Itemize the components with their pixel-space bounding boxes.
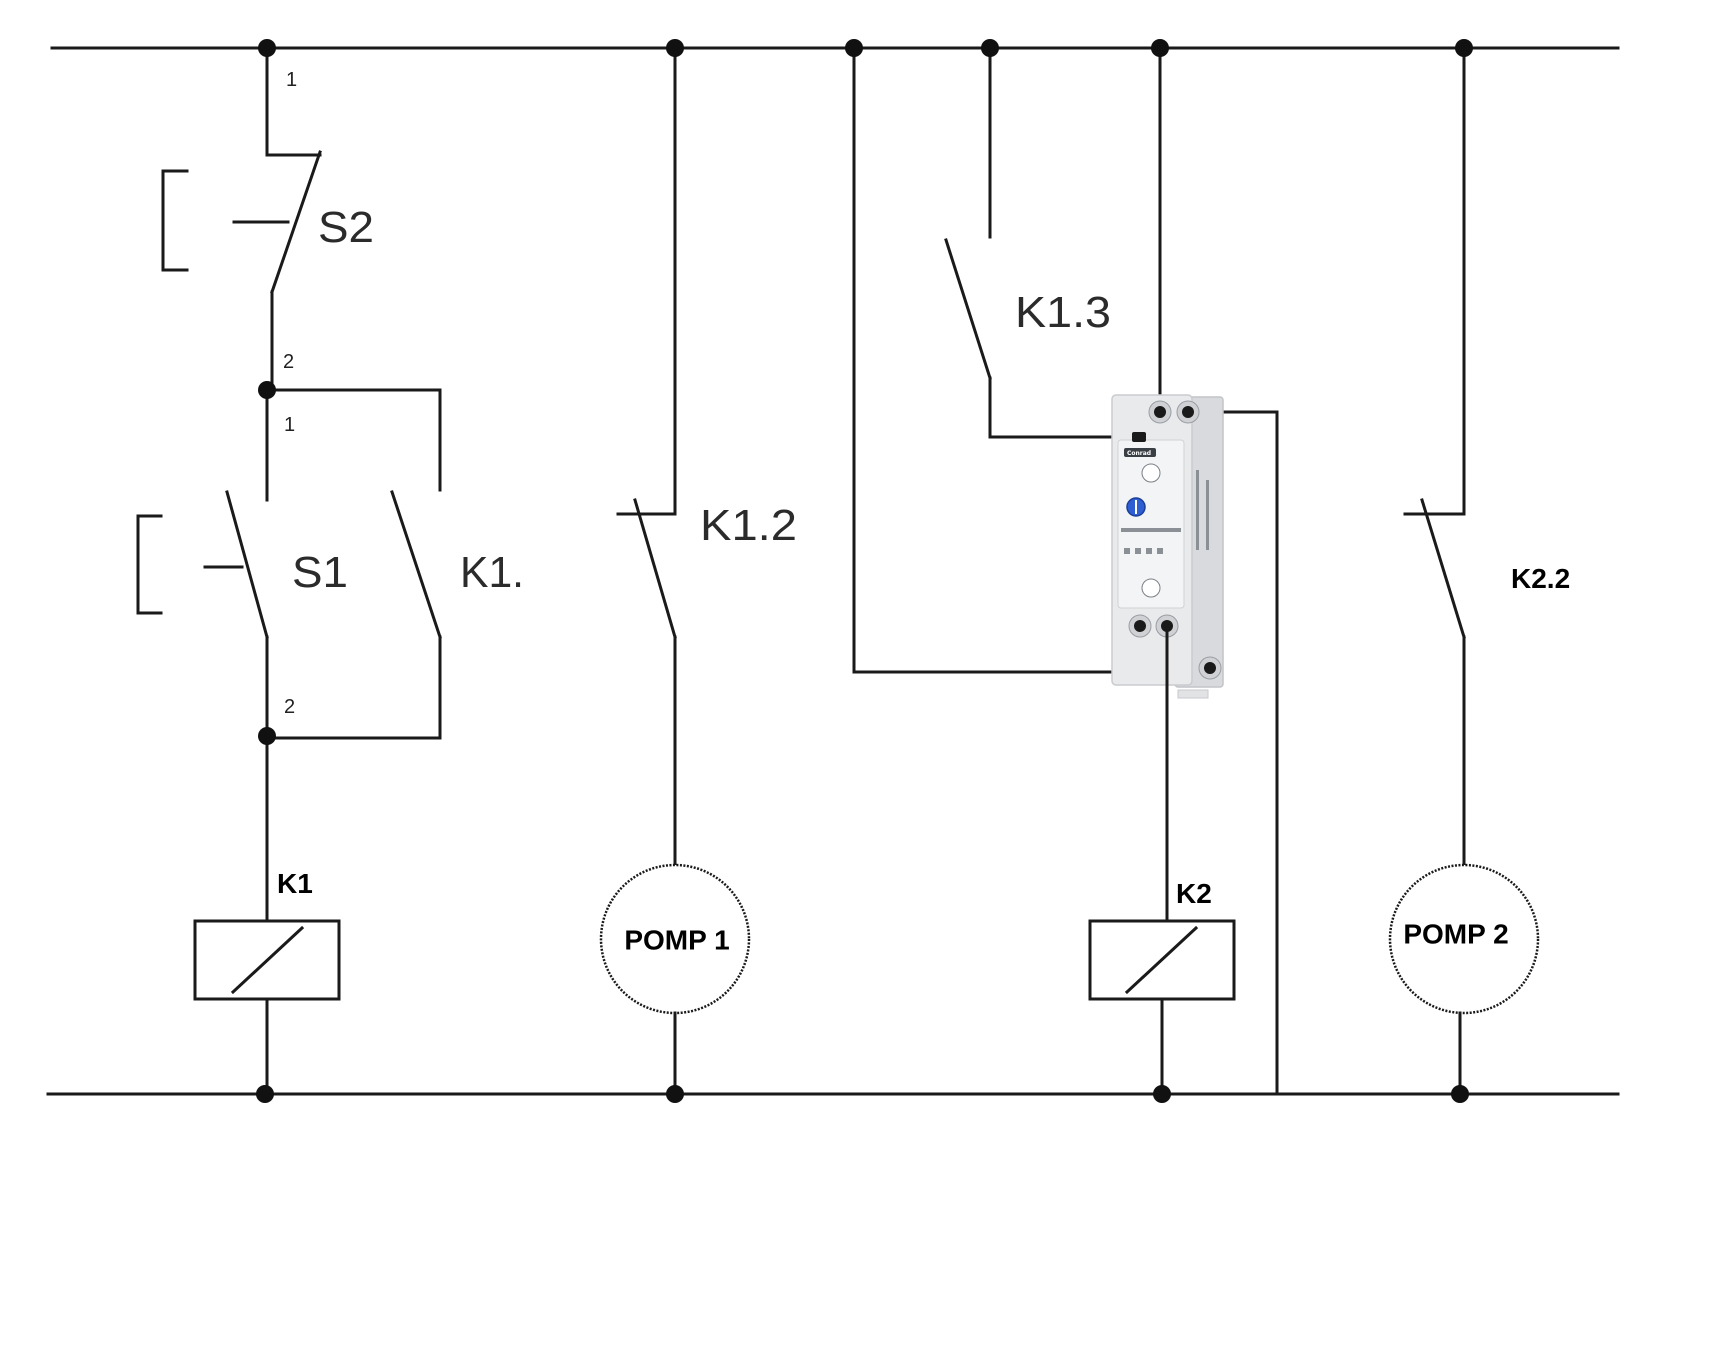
rung-2: K1.2 POMP 1 (599, 46, 797, 1096)
k1-hold-contact (390, 490, 442, 740)
k2-2-label: K2.2 (1511, 563, 1570, 594)
junction-dot (258, 39, 276, 57)
s1-terminal-2-label: 2 (284, 696, 295, 718)
s2-terminal-1-label: 1 (286, 69, 297, 91)
pomp-2-motor: POMP 2 (1388, 863, 1540, 1015)
k2-coil-label: K2 (1176, 878, 1212, 909)
rung-1: S2 1 2 S1 1 2 K1. K1 (136, 46, 524, 1096)
junction-dot (258, 727, 276, 745)
junction-dot (1451, 1085, 1469, 1103)
k1-hold-label: K1. (460, 548, 524, 597)
junction-dot (256, 1085, 274, 1103)
junction-dot (845, 39, 863, 57)
junction-dot (1151, 39, 1169, 57)
pomp-1-motor: POMP 1 (599, 863, 751, 1015)
pomp-2-label: POMP 2 (1403, 918, 1508, 949)
s1-start-button (136, 490, 269, 737)
s2-stop-button (161, 150, 322, 392)
junction-dots (256, 39, 1473, 1103)
junction-dot (1153, 1085, 1171, 1103)
junction-dot (666, 1085, 684, 1103)
junction-dot (981, 39, 999, 57)
k2-coil (1088, 919, 1236, 1001)
junction-dot (258, 381, 276, 399)
s2-terminal-2-label: 2 (283, 351, 294, 373)
pomp-1-label: POMP 1 (624, 924, 729, 955)
k2-2-contact (1420, 498, 1466, 866)
k1-coil-label: K1 (277, 868, 313, 899)
k1-coil (193, 919, 341, 1001)
k1-3-label: K1.3 (1015, 288, 1111, 337)
junction-dot (666, 39, 684, 57)
timer-relay-module: Conrad (1111, 394, 1224, 699)
rung-3: K1.3 Conrad (852, 46, 1279, 1096)
svg-text:Conrad: Conrad (1127, 450, 1151, 457)
rung-4: K2.2 POMP 2 (1388, 46, 1570, 1096)
k1-3-contact (944, 238, 1138, 439)
s1-terminal-1-label: 1 (284, 414, 295, 436)
s1-label: S1 (292, 548, 348, 597)
s2-label: S2 (318, 203, 374, 252)
k1-2-contact (633, 498, 677, 866)
junction-dot (1455, 39, 1473, 57)
k1-2-label: K1.2 (700, 501, 797, 550)
